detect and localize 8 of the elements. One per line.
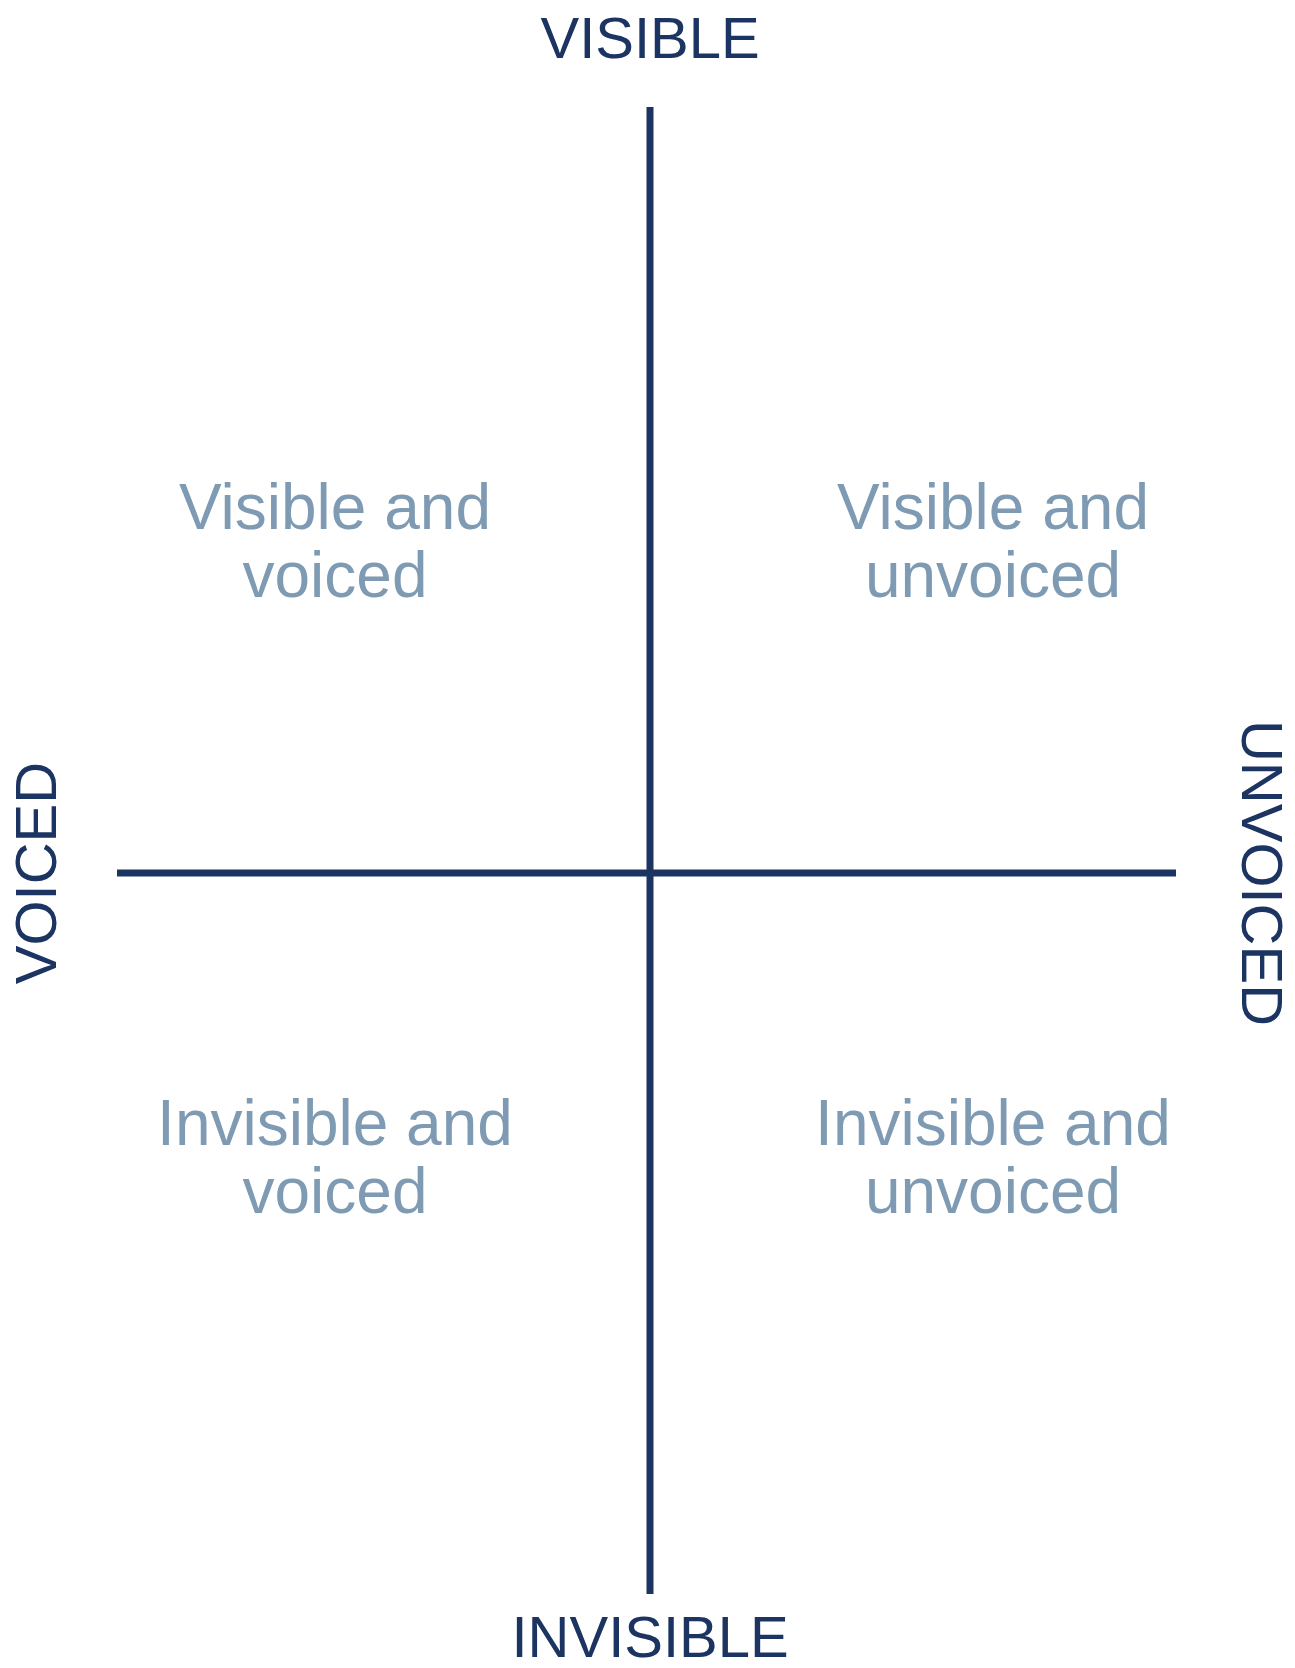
quadrant-label: Invisible and voiced (156, 1089, 514, 1225)
axis-label: UNVOICED (1233, 719, 1292, 1027)
axis-label: VISIBLE (540, 9, 760, 67)
quadrant-label: Visible and voiced (178, 473, 492, 609)
axis-label: INVISIBLE (511, 1608, 789, 1666)
axis-label: VOICED (7, 761, 66, 985)
quadrant-label: Invisible and unvoiced (814, 1089, 1172, 1225)
quadrant-label: Visible and unvoiced (836, 473, 1150, 609)
